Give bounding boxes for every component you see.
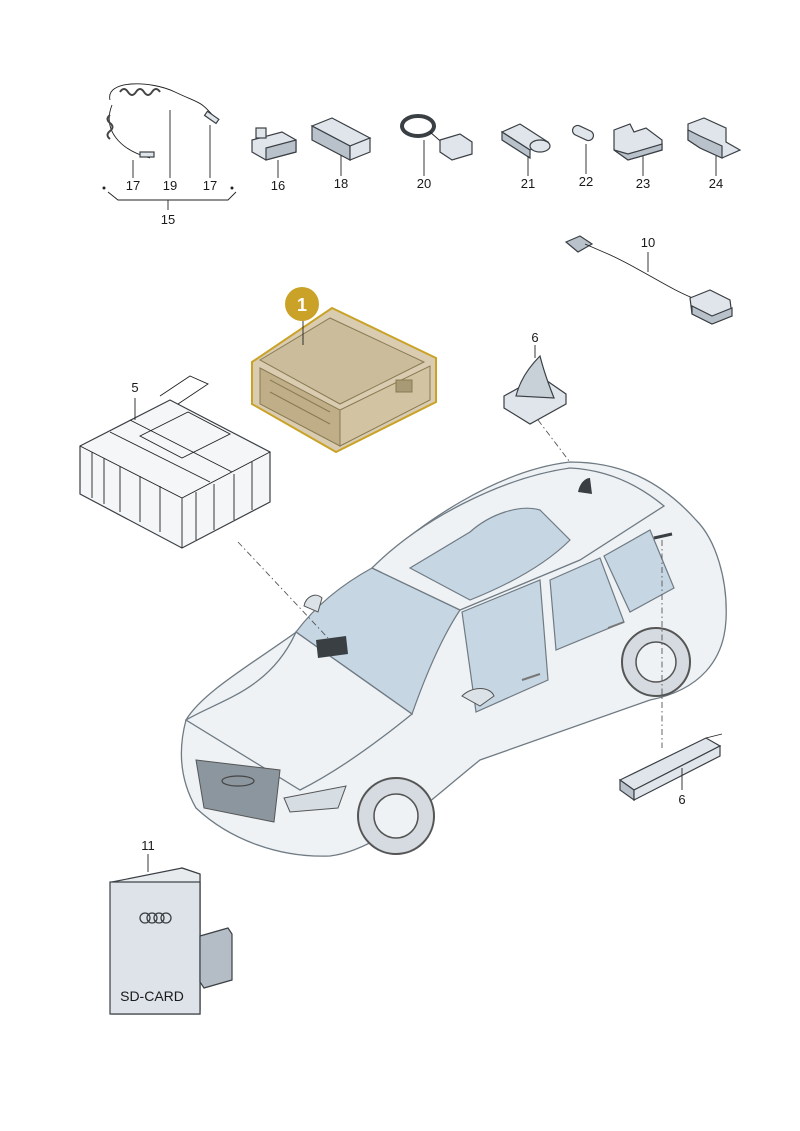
callout-15: 15 (161, 212, 175, 227)
antenna-module-6-part[interactable] (618, 733, 723, 802)
sd-card-manual-11-part[interactable]: SD-CARD (109, 867, 233, 1015)
callout-23: 23 (636, 176, 650, 191)
callout-16: 16 (271, 178, 285, 193)
sd-card-label: SD-CARD (120, 988, 184, 1004)
shark-fin-antenna-6-part[interactable] (503, 354, 567, 425)
callout-24: 24 (709, 176, 723, 191)
callout-1-badge (285, 287, 319, 321)
callout-5: 5 (131, 380, 138, 395)
callout-17-left: 17 (126, 178, 140, 193)
callout-22: 22 (579, 174, 593, 189)
housing-18-part[interactable] (310, 117, 372, 161)
ring-connector-20-part[interactable] (400, 114, 473, 161)
car-illustration (180, 461, 727, 857)
callout-10: 10 (641, 235, 655, 250)
four-rings-logo (139, 912, 172, 924)
cover-23-part[interactable] (613, 123, 663, 161)
callout-20: 20 (417, 176, 431, 191)
clip-21-part[interactable] (500, 123, 551, 160)
mounting-frame-5-part[interactable] (79, 375, 271, 549)
connector-16-part[interactable] (251, 127, 297, 161)
callout-11: 11 (141, 838, 155, 853)
callout-17-right: 17 (203, 178, 217, 193)
callout-6-top: 6 (531, 330, 538, 345)
head-unit-1-part[interactable] (251, 306, 437, 454)
coiled-cable-part[interactable] (106, 83, 220, 159)
callout-6-bottom: 6 (678, 792, 685, 807)
connector-24-part[interactable] (687, 117, 742, 159)
callout-1: 1 (297, 295, 307, 315)
plug-22-part[interactable] (571, 124, 595, 142)
callout-18: 18 (334, 176, 348, 191)
callout-19: 19 (163, 178, 177, 193)
callout-21: 21 (521, 176, 535, 191)
antenna-cable-10-part[interactable] (564, 235, 733, 325)
